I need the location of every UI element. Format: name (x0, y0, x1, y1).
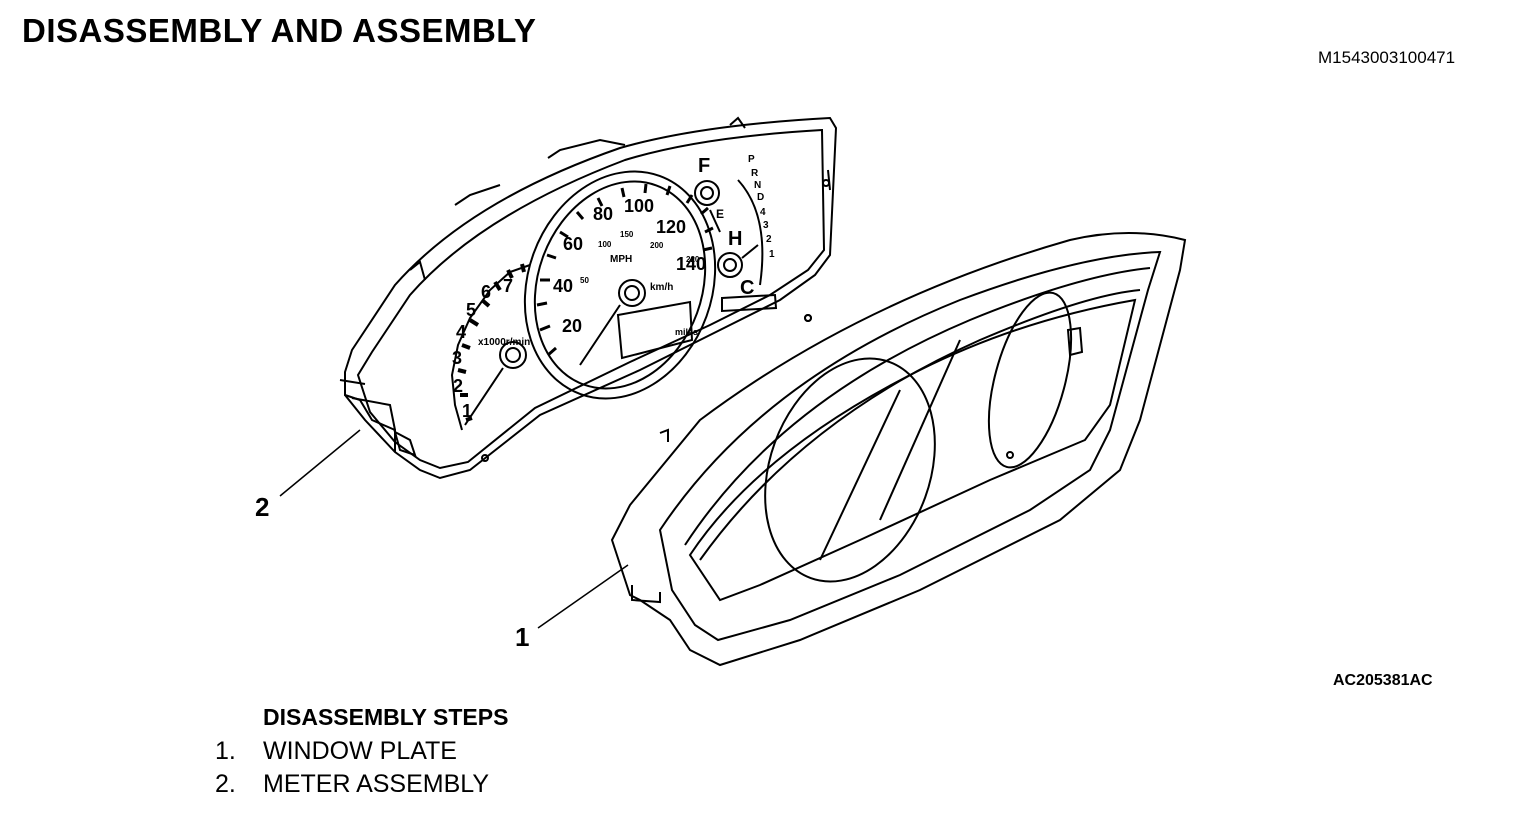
kmh-label: 150 (620, 230, 634, 239)
gear-indicator-label: R (751, 168, 759, 179)
gear-indicator-label: 2 (766, 234, 772, 245)
tacho-label: 4 (456, 322, 466, 342)
step-number: 2. (215, 770, 236, 798)
temp-cold-label: C (740, 277, 754, 299)
callout-2: 2 (255, 492, 270, 522)
tacho-label: 2 (453, 376, 463, 396)
window-plate-drawing (610, 232, 1187, 667)
speed-label: 60 (563, 234, 583, 254)
speed-label: 20 (562, 316, 582, 336)
callout-1: 1 (515, 622, 530, 652)
step-label: WINDOW PLATE (263, 737, 457, 765)
step-number: 1. (215, 737, 236, 765)
tacho-label: 3 (452, 348, 462, 368)
gear-indicator-label: 4 (760, 207, 766, 218)
kmh-label: 100 (598, 240, 612, 249)
tacho-unit-label: x1000r/min (478, 337, 530, 348)
meter-assembly-drawing (339, 116, 838, 480)
speed-label: 120 (656, 217, 686, 237)
gear-indicator-label: N (754, 180, 761, 191)
kmh-label: 50 (580, 276, 589, 285)
fuel-empty-label: E (716, 207, 724, 221)
step-item-1: 1. WINDOW PLATE (215, 737, 457, 766)
tacho-label: 5 (466, 300, 476, 320)
step-item-2: 2. METER ASSEMBLY (215, 770, 489, 799)
gear-indicator-label: P (748, 154, 755, 165)
tacho-label: 7 (503, 276, 513, 296)
callout-leader-1 (537, 564, 629, 629)
tacho-label: 6 (481, 282, 491, 302)
gear-indicator-label: D (757, 192, 764, 203)
steps-heading: DISASSEMBLY STEPS (263, 704, 509, 730)
gear-indicator-label: 3 (763, 220, 769, 231)
figure-code: AC205381AC (1333, 672, 1433, 689)
kmh-label: 220 (686, 255, 700, 264)
speed-unit-label: MPH (610, 254, 632, 265)
temp-hot-label: H (728, 228, 742, 250)
kmh-label: 200 (650, 241, 664, 250)
callout-leader-2 (279, 429, 361, 497)
document-code: M1543003100471 (1318, 48, 1456, 67)
tacho-label: 1 (462, 401, 472, 421)
speed-label: 140 (676, 254, 706, 274)
speed-label: 100 (624, 196, 654, 216)
kmh-unit-label: km/h (650, 282, 673, 293)
odometer-unit-label: miles (675, 327, 698, 337)
fuel-full-label: F (698, 155, 710, 177)
gear-indicator-label: 1 (769, 249, 775, 260)
page-title: DISASSEMBLY AND ASSEMBLY (22, 12, 537, 49)
step-label: METER ASSEMBLY (263, 770, 489, 798)
speed-label: 80 (593, 204, 613, 224)
speed-label: 40 (553, 276, 573, 296)
